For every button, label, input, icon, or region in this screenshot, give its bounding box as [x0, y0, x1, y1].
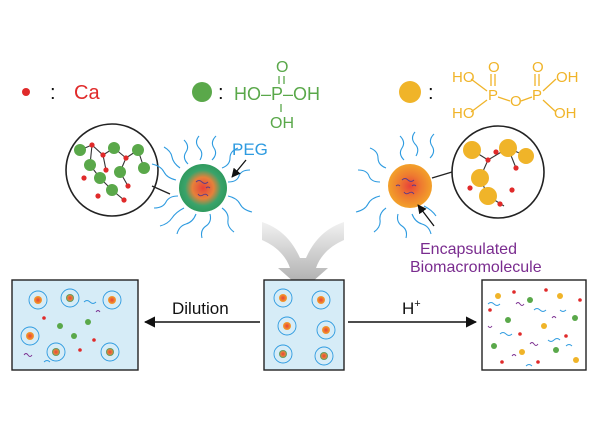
calcium-nodes — [467, 149, 519, 207]
pyro-o-left: O — [488, 59, 500, 76]
phosphate-formula: HO–P–OH — [234, 84, 320, 104]
box-nanoparticles — [20, 288, 122, 362]
dilution-label: Dilution — [172, 299, 229, 318]
merge-arrow — [262, 222, 344, 290]
pyro-ho-left: HO — [452, 69, 475, 86]
legend-pyrophosphate: : O O HO OH P O P HO OH — [399, 59, 579, 122]
phosphate-nodes — [74, 142, 150, 196]
legend-calcium: : Ca — [22, 82, 100, 104]
phosphate-top-o: O — [276, 59, 288, 76]
legend-colon: : — [218, 82, 224, 104]
pyrophosphate-nodes — [463, 139, 534, 205]
peg-pointer — [231, 159, 247, 178]
legend-colon: : — [428, 82, 434, 104]
released-peg — [487, 302, 573, 367]
legend-phosphate: : O HO–P–OH OH — [192, 59, 320, 132]
calcium-nodes — [81, 142, 131, 203]
encapsulated-pointer — [417, 204, 435, 227]
calcium-label: Ca — [74, 82, 100, 104]
pyro-o-bridge: O — [510, 93, 522, 110]
phosphate-network-zoom — [65, 123, 171, 217]
free-peg — [43, 300, 97, 363]
released-ions — [488, 288, 582, 364]
nanoparticle-core — [179, 164, 227, 212]
zoom-connector — [151, 185, 171, 195]
pyro-oh-right: OH — [556, 69, 579, 86]
peg-corona — [355, 131, 437, 239]
phosphate-dot — [192, 82, 212, 102]
pyro-bonds — [470, 74, 557, 113]
pyrophosphate-network-zoom — [431, 125, 545, 219]
h-plus-label: H+ — [402, 298, 421, 318]
solution-box — [11, 279, 139, 371]
free-ions — [42, 316, 96, 352]
encapsulated-molecules — [395, 178, 417, 195]
encapsulated-label-line2: Biomacromolecule — [410, 259, 542, 276]
pyrophosphate-dot — [399, 81, 421, 103]
peg-label: PEG — [232, 140, 268, 159]
legend-colon: : — [50, 82, 56, 104]
phosphate-bottom-oh: OH — [270, 115, 294, 132]
phosphate-nanoparticle: PEG — [151, 135, 268, 239]
encapsulated-molecules — [195, 180, 211, 197]
peg-corona — [151, 135, 253, 239]
pyro-p-left: P — [488, 87, 498, 104]
zoom-connector — [431, 171, 453, 179]
acidified-box — [481, 279, 587, 371]
calcium-dot — [22, 88, 30, 96]
pyrophosphate-nanoparticle: Encapsulated Biomacromolecule — [355, 131, 542, 276]
free-biomolecules — [23, 310, 101, 357]
initial-solution-box — [263, 279, 345, 371]
pyro-oh-bottom: OH — [554, 105, 577, 122]
solution-box — [263, 279, 345, 371]
acid-arrow: H+ — [348, 298, 478, 328]
encapsulated-label-line1: Encapsulated — [420, 241, 517, 258]
dilution-box — [11, 279, 139, 371]
dilution-arrow: Dilution — [143, 299, 260, 328]
pyro-p-right: P — [532, 87, 542, 104]
nanoparticle-core — [388, 164, 432, 208]
pyro-ho-bottom: HO — [452, 105, 475, 122]
pyro-o-right: O — [532, 59, 544, 76]
